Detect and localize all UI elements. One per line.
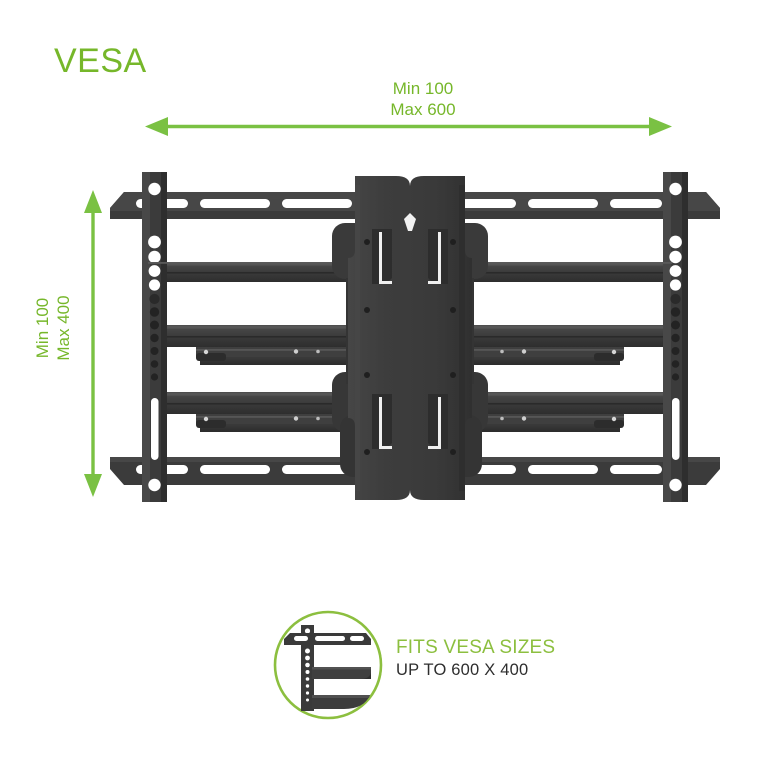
wall-plate-bottom-bar (110, 457, 720, 485)
vertical-dimension-max: Max 400 (54, 295, 73, 361)
wall-plate-right-vertical-rail (663, 172, 688, 502)
fits-vesa-badge: FITS VESA SIZES UP TO 600 X 400 (272, 606, 572, 726)
upper-hook-slots (372, 229, 448, 284)
vertical-double-arrow (84, 190, 102, 497)
extension-rails (148, 262, 672, 414)
center-vesa-plate (348, 176, 472, 500)
horizontal-dimension-max: Max 600 (390, 100, 456, 119)
wall-plate-top-bar (110, 192, 720, 219)
articulating-arm-links (196, 347, 624, 432)
badge-text-block: FITS VESA SIZES UP TO 600 X 400 (396, 636, 576, 681)
mount-assembly (110, 172, 720, 502)
rail-outer-highlights (148, 262, 672, 264)
vertical-dimension-min: Min 100 (33, 297, 52, 359)
tv-mount-side-view-icon (273, 610, 383, 720)
badge-secondary-label: UP TO 600 X 400 (396, 661, 529, 679)
vertical-dimension-label: Min 100 Max 400 (32, 268, 74, 388)
plate-fastener-holes (364, 239, 456, 455)
badge-primary-label: FITS VESA SIZES (396, 637, 556, 658)
lower-hook-slots (372, 394, 448, 449)
page-title: VESA (54, 42, 147, 80)
pivot-hub-blocks (332, 223, 488, 477)
horizontal-dimension-min: Min 100 (392, 79, 454, 98)
horizontal-dimension-label: Min 100 Max 600 (318, 78, 528, 120)
wall-plate-left-vertical-rail (142, 172, 167, 502)
